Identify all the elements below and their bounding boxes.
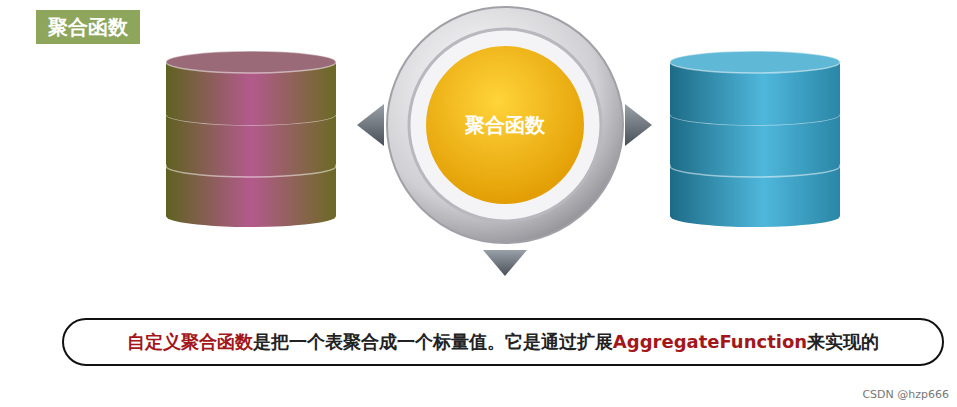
silver-ring	[387, 7, 623, 243]
watermark: CSDN @hzp666	[862, 388, 949, 401]
inner-ring	[409, 29, 601, 221]
arrow-triangle	[357, 104, 384, 146]
description-line: 自定义聚合函数是把一个表聚合成一个标量值。它是通过扩展AggregateFunc…	[127, 330, 879, 354]
description-text: 是把一个表聚合成一个标量值。它是通过扩展	[253, 331, 613, 352]
description-box: 自定义聚合函数是把一个表聚合成一个标量值。它是通过扩展AggregateFunc…	[62, 318, 944, 366]
node-label: 聚合函数	[465, 112, 545, 139]
database-cylinder	[670, 51, 840, 227]
aggregate-circle: 聚合函数	[425, 45, 585, 205]
arrow-triangle	[625, 104, 652, 146]
database-cylinder	[166, 51, 336, 227]
description-text: 来实现的	[807, 331, 879, 352]
title-badge: 聚合函数	[36, 10, 140, 44]
description-text: 自定义聚合函数	[127, 331, 253, 352]
arrow-triangle	[483, 250, 527, 276]
description-text: AggregateFunction	[613, 331, 807, 352]
